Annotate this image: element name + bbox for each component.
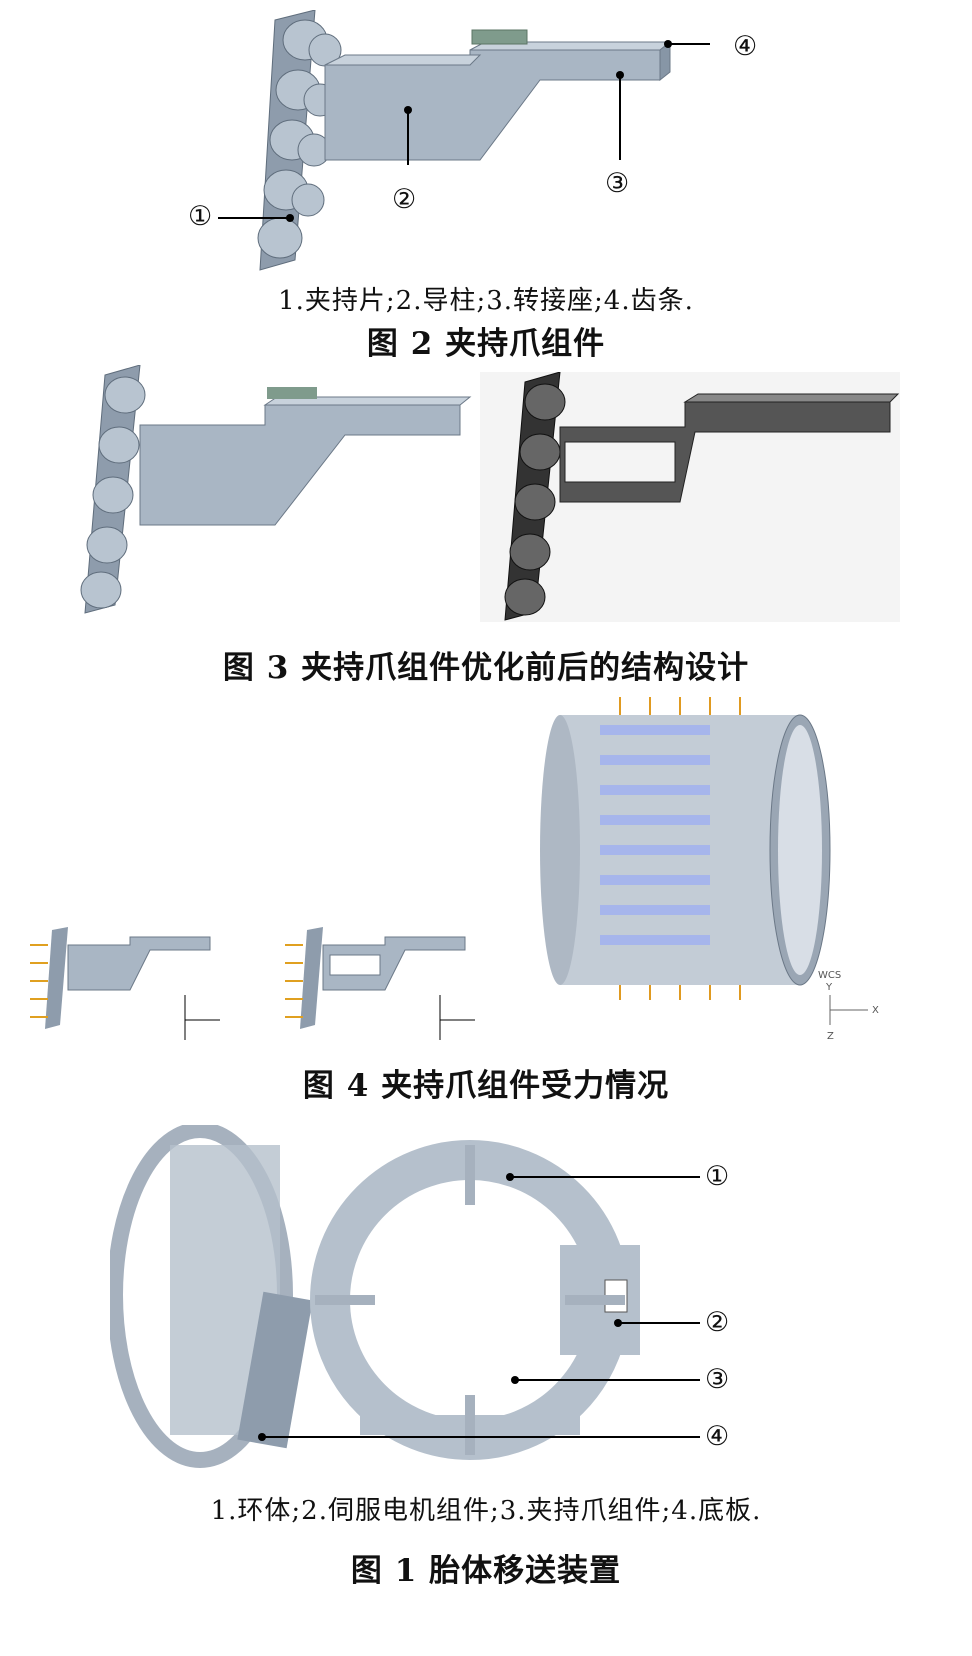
fig4-x-axis-label: X: [872, 1005, 879, 1016]
fig1-callout-1: ①: [705, 1161, 730, 1192]
fig1-title: 图 1 胎体移送装置: [350, 1553, 622, 1589]
fig1-callout-4: ④: [705, 1421, 730, 1452]
fig1-callout-3: ③: [705, 1364, 730, 1395]
fig2-callout-2: ②: [392, 184, 417, 215]
fig3-title: 图 3 夹持爪组件优化前后的结构设计: [222, 650, 750, 686]
fig1-transfer-device-drawing: [110, 1125, 700, 1468]
fig4-z-axis-label: Z: [827, 1031, 834, 1042]
fig4-wcs-label: WCS: [818, 970, 841, 981]
fig4-gripper-force-before: [30, 927, 220, 1040]
fig4-ring-force-diagram: WCS Y X Z: [540, 697, 879, 1042]
fig1-legend: 1.环体;2.伺服电机组件;3.夹持爪组件;4.底板.: [210, 1496, 762, 1526]
fig2-legend: 1.夹持片;2.导柱;3.转接座;4.齿条.: [278, 286, 694, 316]
fig1-callout-2: ②: [705, 1307, 730, 1338]
fig4-y-axis-label: Y: [825, 982, 833, 993]
fig2-title: 图 2 夹持爪组件: [366, 326, 606, 362]
fig3-before-optimization-drawing: [80, 365, 472, 614]
fig4-gripper-force-after: [285, 927, 475, 1040]
fig2-callout-1: ①: [188, 201, 213, 232]
fig4-title: 图 4 夹持爪组件受力情况: [302, 1068, 670, 1104]
fig3-after-optimization-drawing: [480, 372, 900, 622]
fig2-callout-4: ④: [733, 31, 758, 62]
fig2-gripper-assembly-drawing: [218, 10, 710, 271]
fig2-callout-3: ③: [605, 168, 630, 199]
